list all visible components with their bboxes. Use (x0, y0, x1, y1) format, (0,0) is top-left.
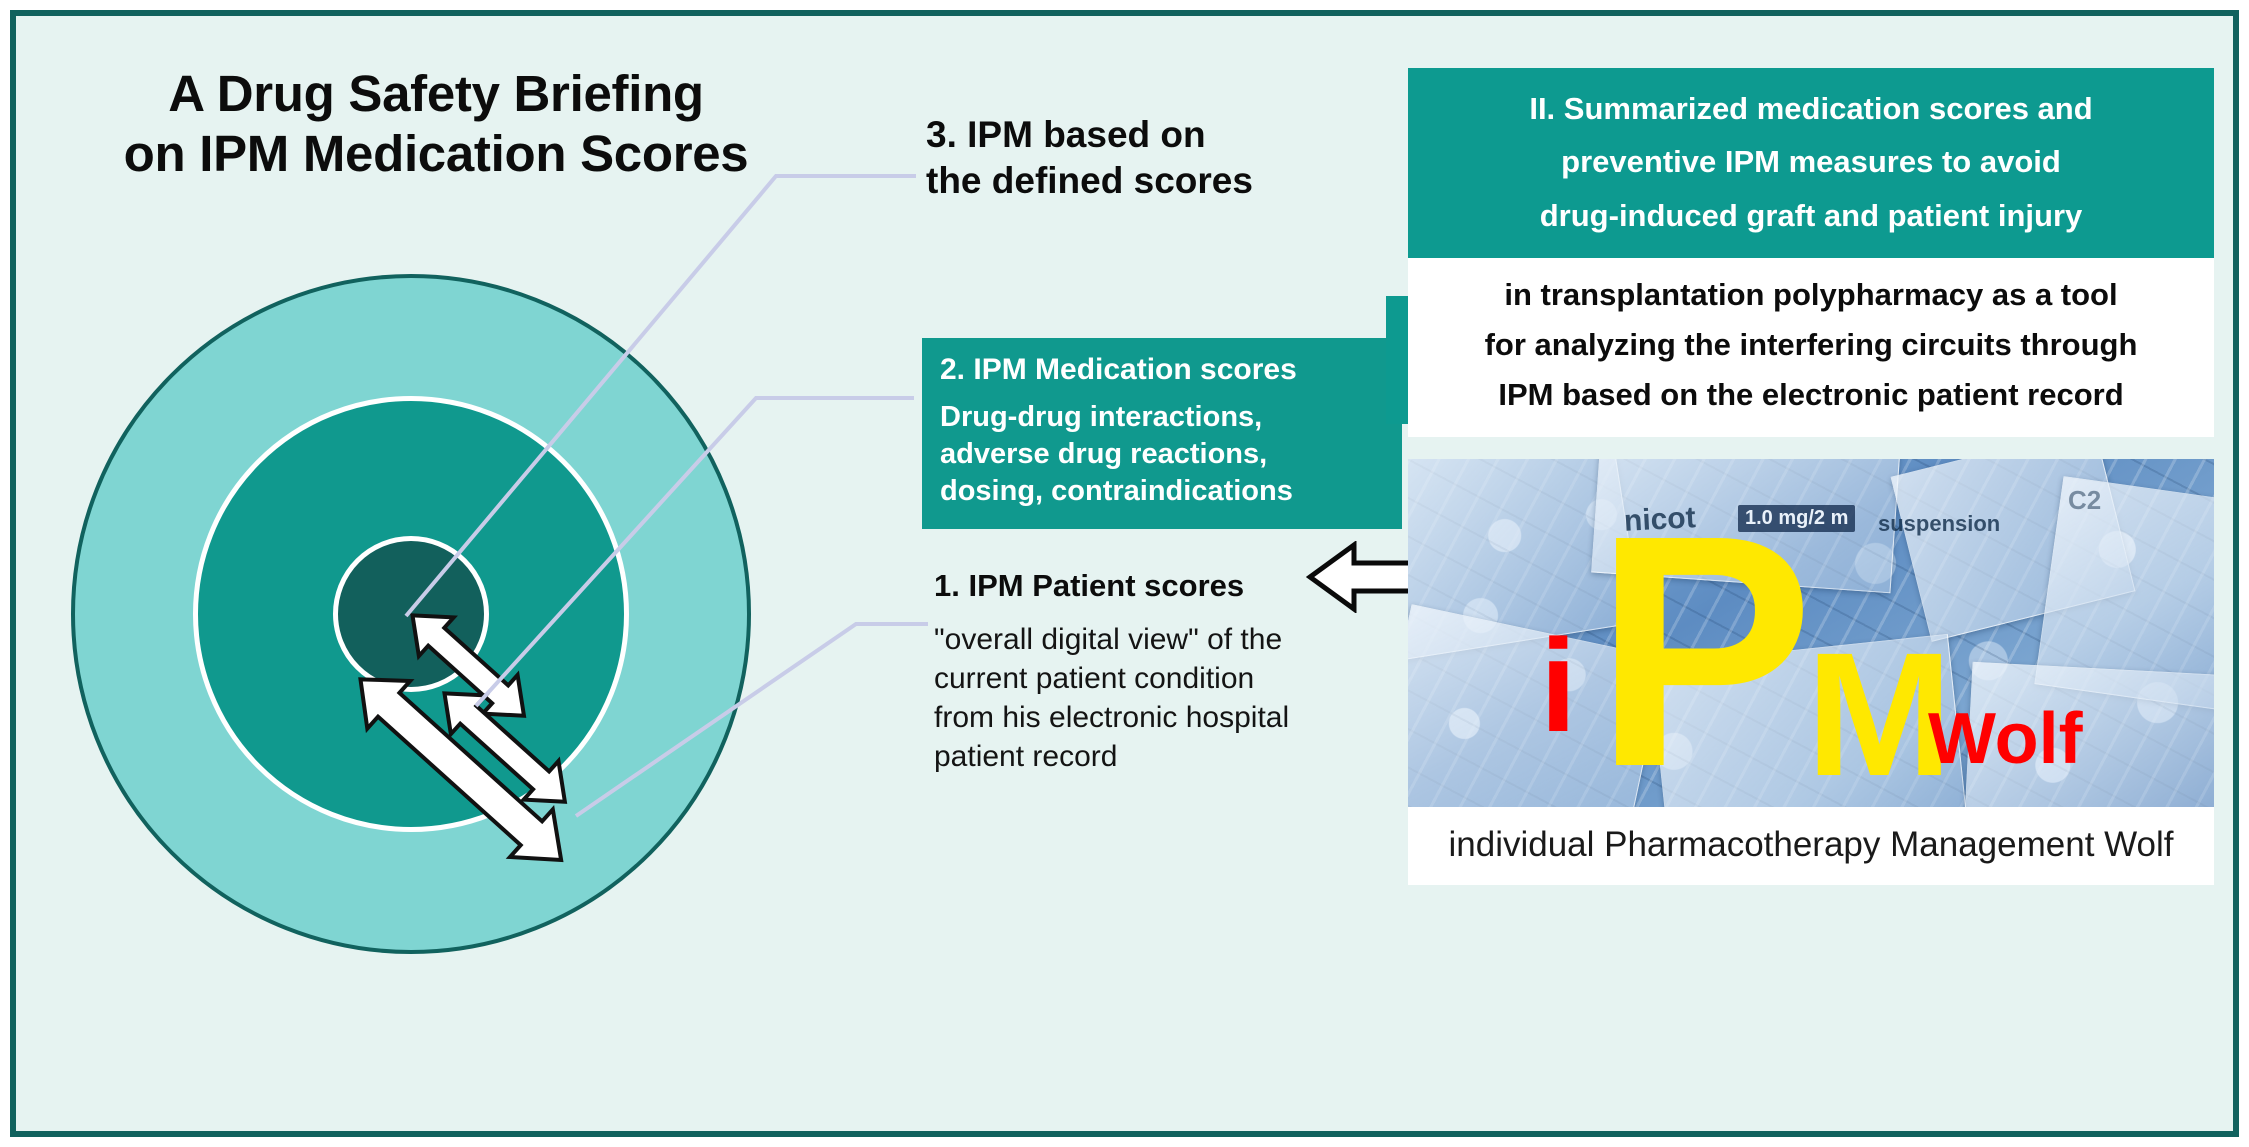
summary-statement-line-2: for analyzing the interfering circuits t… (1484, 327, 2138, 363)
label-step-1-line-2: current patient condition (934, 662, 1255, 695)
label-step-3-line-2: the defined scores (926, 159, 1253, 201)
summary-header-line-3: drug-induced graft and patient injury (1539, 197, 2083, 233)
label-step-1-line-4: patient record (934, 740, 1118, 773)
label-step-3: 3. IPM based on the defined scores (926, 112, 1346, 204)
logo-word-wolf: Wolf (1928, 698, 2083, 779)
figure-frame: A Drug Safety Briefing on IPM Medication… (10, 10, 2239, 1137)
summary-statement-block: in transplantation polypharmacy as a too… (1386, 257, 2214, 437)
label-step-2-line-2: adverse drug reactions, (940, 437, 1268, 470)
logo-letter-i: i (1540, 611, 1577, 759)
page-title-line-2: on IPM Medication Scores (123, 125, 749, 183)
label-step-1-line-1: "overall digital view" of the (934, 623, 1283, 656)
logo-letter-p: P (1594, 465, 1815, 807)
page-title-line-1: A Drug Safety Briefing (168, 65, 704, 122)
photo-caption: individual Pharmacotherapy Management Wo… (1408, 806, 2214, 885)
photo-text-c2: C2 (2068, 484, 2102, 515)
summary-statement-line-3: IPM based on the electronic patient reco… (1498, 377, 2124, 413)
summary-header-block: II. Summarized medication scores and pre… (1408, 68, 2214, 258)
photo-text-suspension: suspension (1878, 510, 2001, 536)
page-title: A Drug Safety Briefing on IPM Medication… (56, 64, 816, 184)
right-panel: II. Summarized medication scores and pre… (1386, 68, 2214, 885)
label-step-1-line-3: from his electronic hospital (934, 701, 1290, 734)
label-step-3-line-1: 3. IPM based on (926, 114, 1206, 155)
summary-header-line-2: preventive IPM measures to avoid (1561, 144, 2061, 180)
summary-header-line-1: II. Summarized medication scores and (1529, 91, 2093, 126)
label-step-2-heading: 2. IPM Medication scores (940, 353, 1297, 386)
logo-letter-m: M (1806, 616, 1953, 807)
label-step-1-heading: 1. IPM Patient scores (934, 568, 1245, 603)
inner-core-shape (333, 536, 489, 692)
label-step-2: 2. IPM Medication scores Drug-drug inter… (922, 338, 1402, 530)
blister-pack-photo: nicot 1.0 mg/2 m suspension C2 i P M Wol… (1408, 458, 2214, 807)
label-step-1: 1. IPM Patient scores "overall digital v… (934, 568, 1374, 776)
summary-statement-line-1: in transplantation polypharmacy as a too… (1504, 276, 2118, 312)
label-step-2-line-3: dosing, contraindications (940, 474, 1293, 507)
concentric-circles-diagram (71, 274, 781, 984)
photo-text-dosage: 1.0 mg/2 m (1738, 504, 1856, 532)
label-step-2-line-1: Drug-drug interactions, (940, 401, 1263, 433)
